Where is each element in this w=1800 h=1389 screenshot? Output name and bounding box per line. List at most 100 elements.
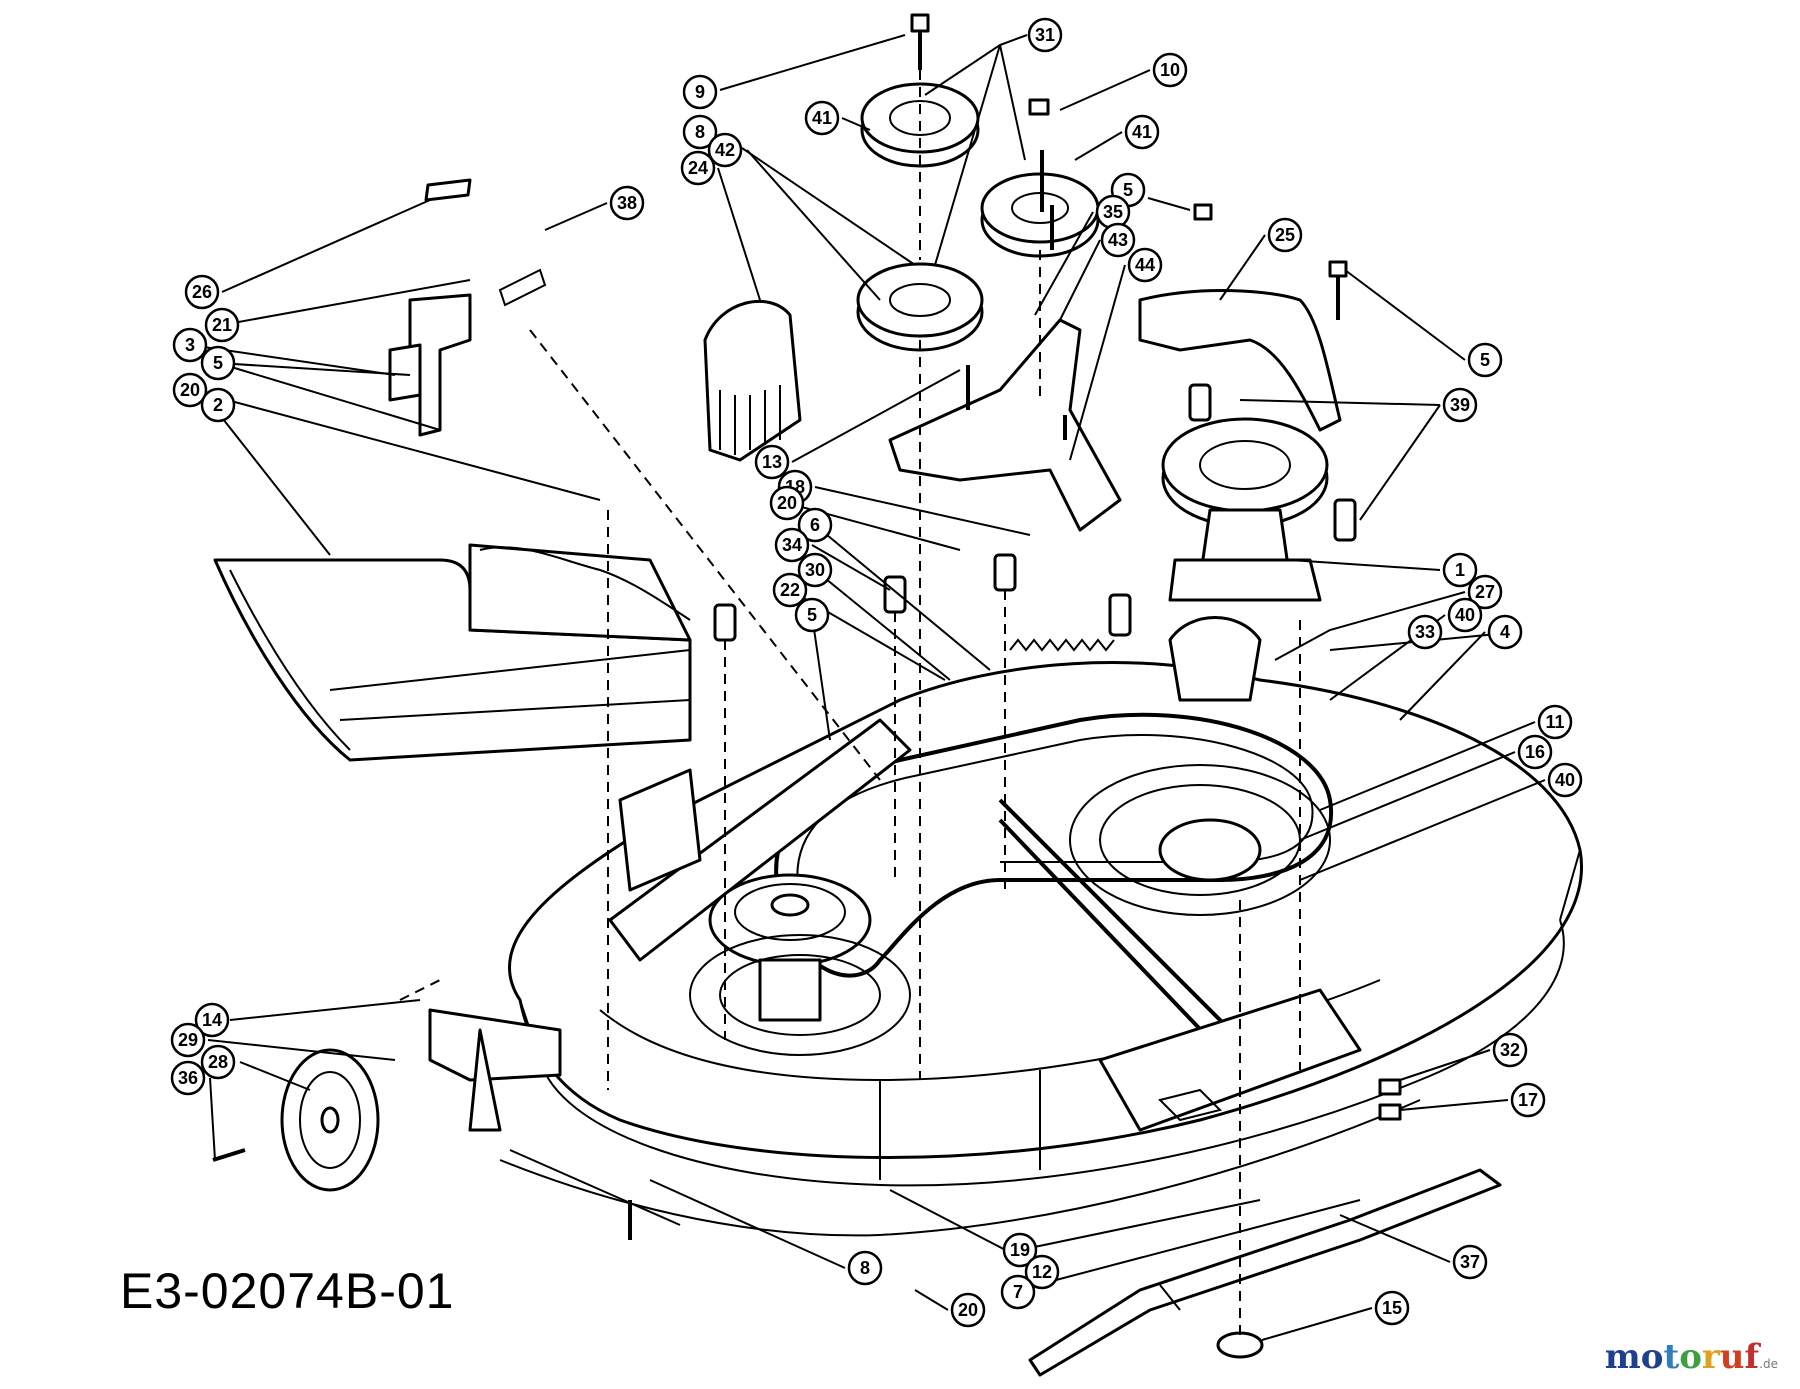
wm-suffix: .de [1759, 1357, 1778, 1371]
callout-15: 15 [1374, 1290, 1410, 1326]
svg-text:41: 41 [1132, 122, 1152, 142]
svg-text:35: 35 [1103, 202, 1123, 222]
wm-letter: m [1604, 1337, 1641, 1377]
mower-blade [1028, 1168, 1502, 1377]
svg-text:34: 34 [782, 535, 802, 555]
callout-2: 2 [200, 387, 236, 423]
callout-1: 1 [1442, 552, 1478, 588]
callout-34: 34 [774, 527, 810, 563]
idler-cover [1168, 616, 1262, 702]
svg-text:25: 25 [1275, 225, 1295, 245]
svg-text:24: 24 [688, 158, 708, 178]
callout-5-mid: 5 [794, 597, 830, 633]
svg-text:21: 21 [212, 315, 232, 335]
callout-28: 28 [200, 1044, 236, 1080]
callout-10: 10 [1152, 52, 1188, 88]
svg-text:22: 22 [780, 580, 800, 600]
callout-20-mid: 20 [769, 485, 805, 521]
idler-bracket [888, 318, 1122, 532]
svg-text:6: 6 [810, 515, 820, 535]
callout-20-lower: 20 [950, 1292, 986, 1328]
svg-text:39: 39 [1450, 395, 1470, 415]
belt-guard-right [1138, 289, 1342, 432]
wm-letter: u [1719, 1337, 1745, 1377]
gauge-wheel [280, 1008, 562, 1192]
callout-8-upper: 8 [682, 114, 718, 150]
callout-16: 16 [1517, 734, 1553, 770]
svg-text:14: 14 [202, 1010, 222, 1030]
left-bracket-plate [608, 718, 912, 962]
svg-text:5: 5 [1123, 180, 1133, 200]
svg-text:28: 28 [208, 1052, 228, 1072]
svg-text:5: 5 [1480, 350, 1490, 370]
svg-text:36: 36 [178, 1068, 198, 1088]
belt-guard-left [703, 299, 802, 462]
callout-40-lower: 40 [1547, 762, 1583, 798]
callouts: 9 31 10 41 41 8 42 24 38 5 35 43 44 25 2… [170, 17, 1583, 1328]
svg-text:31: 31 [1035, 25, 1055, 45]
chute-bracket [388, 178, 547, 437]
svg-text:2: 2 [213, 395, 223, 415]
svg-text:29: 29 [178, 1030, 198, 1050]
callout-25: 25 [1267, 217, 1303, 253]
svg-text:44: 44 [1135, 255, 1155, 275]
wm-letter: t [1663, 1337, 1680, 1377]
callout-19: 19 [1002, 1232, 1038, 1268]
svg-text:40: 40 [1455, 605, 1475, 625]
discharge-chute [213, 543, 692, 762]
svg-text:40: 40 [1555, 770, 1575, 790]
callout-4: 4 [1487, 614, 1523, 650]
wm-letter: r [1701, 1337, 1720, 1377]
svg-text:20: 20 [180, 380, 200, 400]
callout-5-left: 5 [200, 345, 236, 381]
wm-letter: o [1679, 1337, 1702, 1377]
callout-44: 44 [1127, 247, 1163, 283]
wm-letter: o [1640, 1337, 1664, 1377]
callout-41-upper: 41 [804, 100, 840, 136]
callout-31: 31 [1027, 17, 1063, 53]
callout-6: 6 [797, 507, 833, 543]
svg-text:38: 38 [617, 193, 637, 213]
svg-text:27: 27 [1475, 582, 1495, 602]
svg-text:3: 3 [185, 335, 195, 355]
svg-text:5: 5 [213, 353, 223, 373]
watermark-logo: motoruf.de [1605, 1337, 1778, 1377]
svg-text:20: 20 [958, 1300, 978, 1320]
callout-43: 43 [1100, 222, 1136, 258]
callout-5-right: 5 [1467, 342, 1503, 378]
svg-text:17: 17 [1518, 1090, 1538, 1110]
svg-text:16: 16 [1525, 742, 1545, 762]
callout-8-lower: 8 [847, 1250, 883, 1286]
leader-lines [189, 34, 1546, 1341]
bolts [212, 13, 1402, 1359]
alignment-lines [399, 70, 1301, 1340]
svg-text:10: 10 [1160, 60, 1180, 80]
callout-12: 12 [1024, 1254, 1060, 1290]
callout-13: 13 [754, 444, 790, 480]
svg-text:19: 19 [1010, 1240, 1030, 1260]
callout-11: 11 [1537, 704, 1573, 740]
svg-text:20: 20 [777, 493, 797, 513]
callout-7: 7 [1000, 1274, 1036, 1310]
callout-38: 38 [609, 185, 645, 221]
svg-text:43: 43 [1108, 230, 1128, 250]
svg-text:4: 4 [1500, 622, 1510, 642]
wm-letter: f [1744, 1337, 1760, 1377]
svg-text:15: 15 [1382, 1298, 1402, 1318]
callout-41-right: 41 [1124, 114, 1160, 150]
svg-text:37: 37 [1460, 1252, 1480, 1272]
callout-27: 27 [1467, 574, 1503, 610]
callout-36: 36 [170, 1060, 206, 1096]
svg-text:7: 7 [1013, 1282, 1023, 1302]
callout-22: 22 [772, 572, 808, 608]
svg-text:1: 1 [1455, 560, 1465, 580]
svg-text:13: 13 [762, 452, 782, 472]
svg-text:33: 33 [1415, 622, 1435, 642]
callout-14: 14 [194, 1002, 230, 1038]
tension-spring [1009, 638, 1115, 652]
svg-text:42: 42 [715, 140, 735, 160]
callout-33: 33 [1407, 614, 1443, 650]
svg-text:5: 5 [807, 605, 817, 625]
svg-text:12: 12 [1032, 1262, 1052, 1282]
